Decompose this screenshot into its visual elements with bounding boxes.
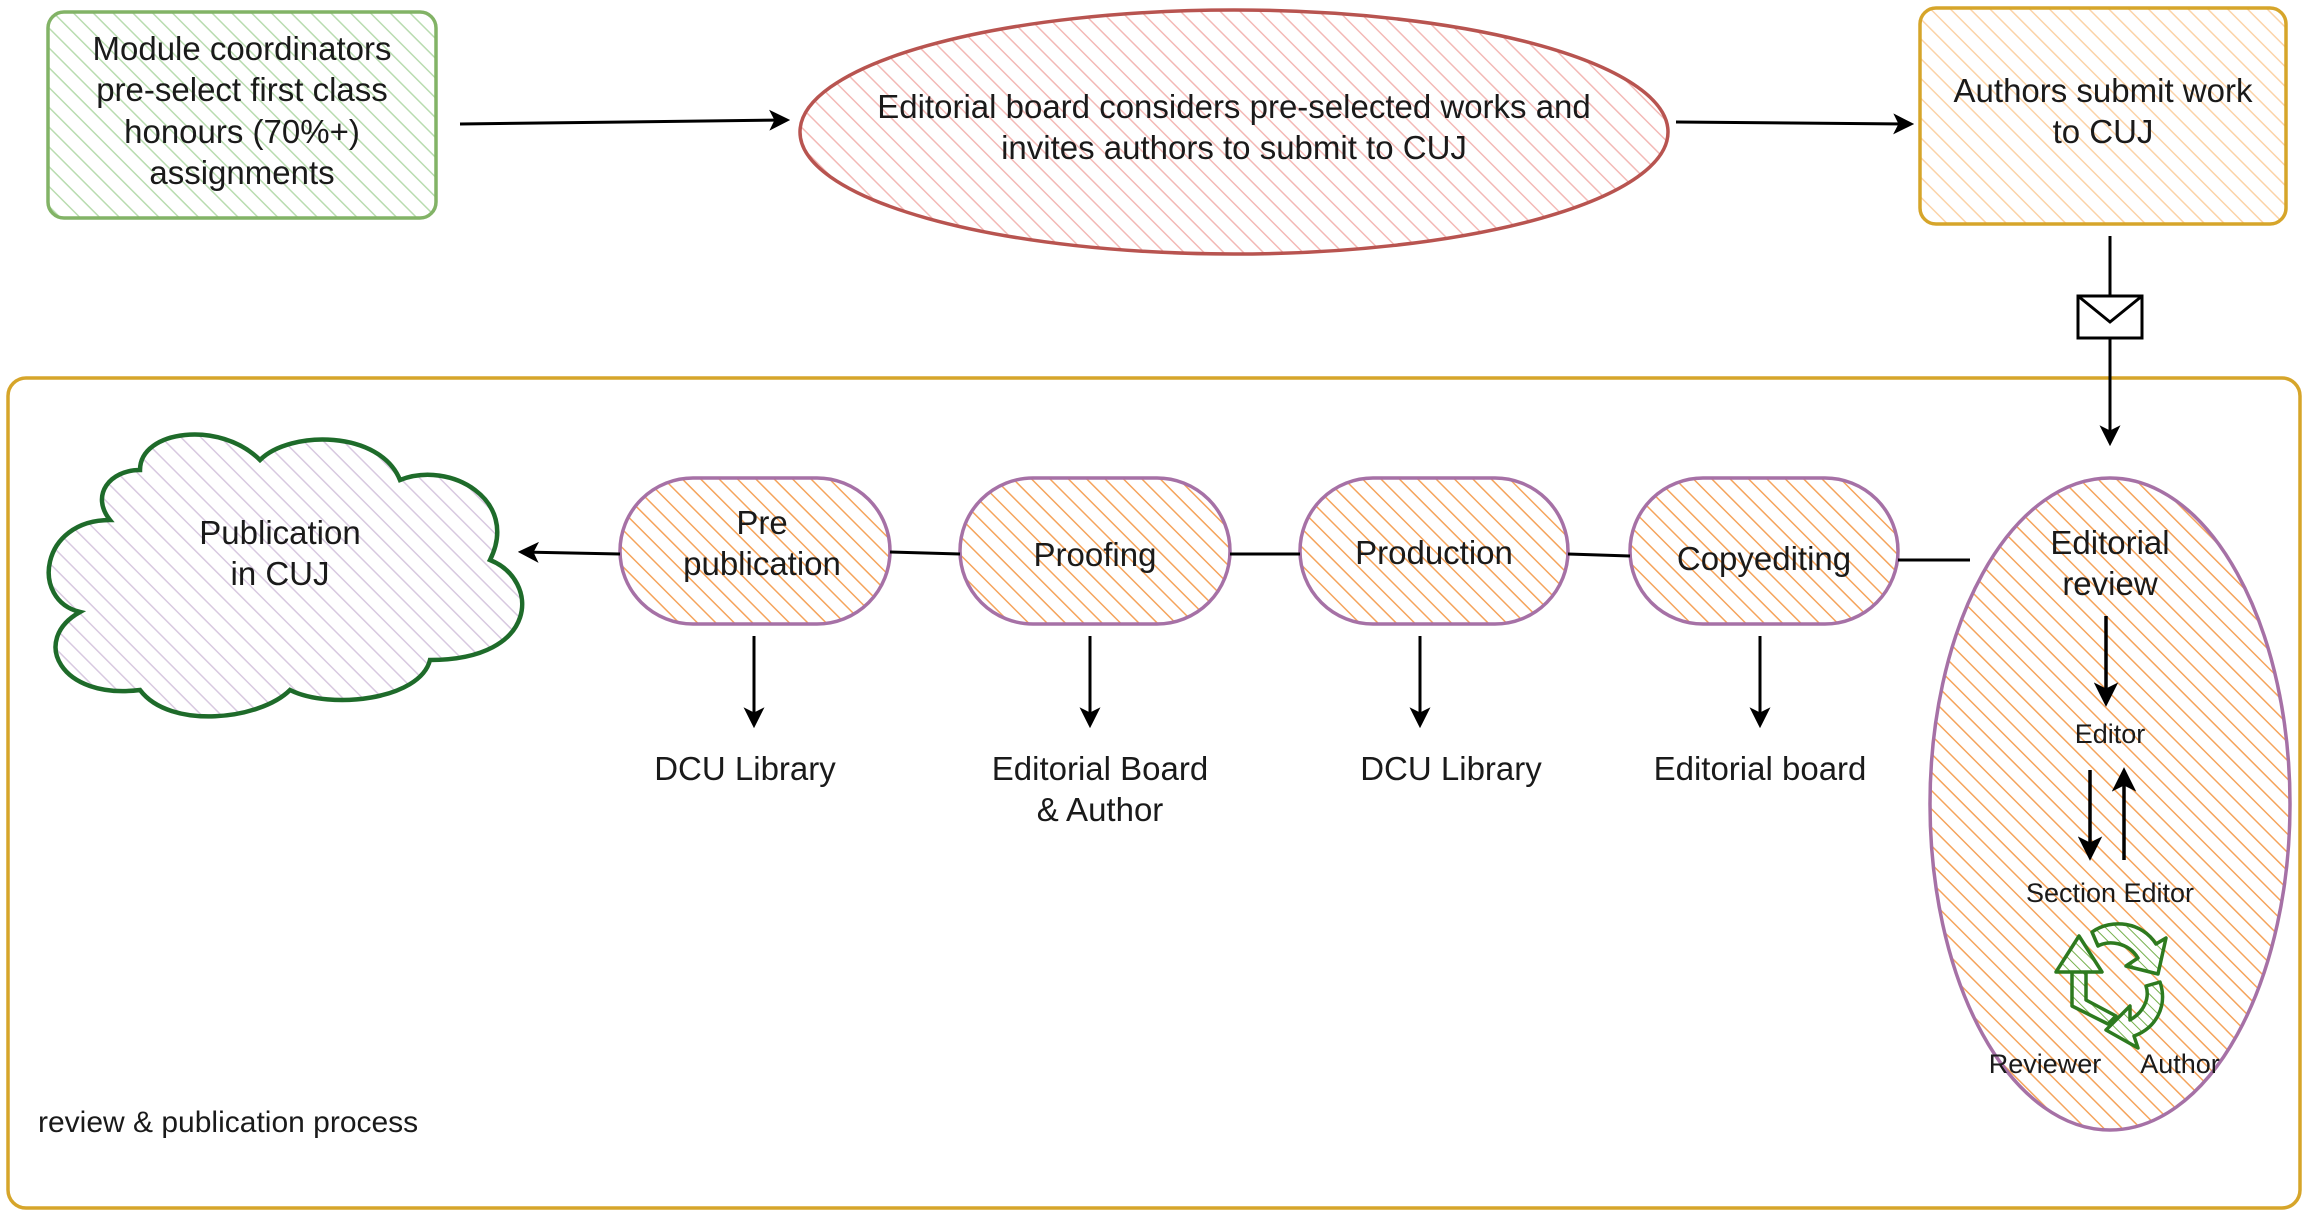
proofing-label: Proofing	[1033, 536, 1157, 573]
module-coordinators-box	[46, 10, 438, 220]
module-coordinators-label: Module coordinators pre-select first cla…	[92, 30, 392, 191]
arrow-coordinators-to-board	[459, 109, 791, 131]
review-editor-label: Editor	[2074, 719, 2146, 749]
arrow-prepub-to-publication	[517, 541, 621, 563]
editorial-review-ellipse	[1928, 476, 2292, 1132]
authors-submit-box	[1918, 6, 2288, 226]
editorial-board-ellipse	[798, 8, 1670, 256]
publication-cloud	[46, 432, 525, 719]
review-section-editor-label: Section Editor	[2025, 878, 2195, 908]
production-label: Production	[1355, 534, 1513, 571]
authors-submit-label: Authors submit work to CUJ	[1953, 72, 2253, 151]
copyediting-pill	[1628, 476, 1900, 626]
review-author-label: Author	[2140, 1049, 2220, 1079]
editorial-review-label: Editorial review	[2050, 524, 2170, 603]
recycle-icon	[2054, 922, 2168, 1050]
role-editorial-board-author: Editorial Board & Author	[991, 750, 1209, 829]
copyediting-label: Copyediting	[1676, 540, 1852, 577]
pre-publication-pill	[618, 476, 892, 626]
container-label: review & publication process	[38, 1106, 419, 1139]
envelope-icon	[2076, 294, 2144, 340]
review-reviewer-label: Reviewer	[1988, 1049, 2102, 1079]
editorial-board-label: Editorial board considers pre-selected w…	[877, 88, 1591, 167]
role-editorial-board: Editorial board	[1653, 750, 1867, 787]
pre-publication-label: Pre publication	[683, 504, 841, 583]
role-dcu-library-2: DCU Library	[1360, 750, 1542, 787]
production-pill	[1298, 476, 1570, 626]
arrow-board-to-authors	[1675, 113, 1915, 135]
proofing-pill	[958, 476, 1232, 626]
connector-proofing-prepub	[889, 550, 961, 556]
role-dcu-library-1: DCU Library	[654, 750, 836, 787]
publication-label: Publication in CUJ	[199, 514, 361, 593]
process-container	[6, 376, 2302, 1210]
connector-copyediting-production	[1567, 552, 1631, 558]
